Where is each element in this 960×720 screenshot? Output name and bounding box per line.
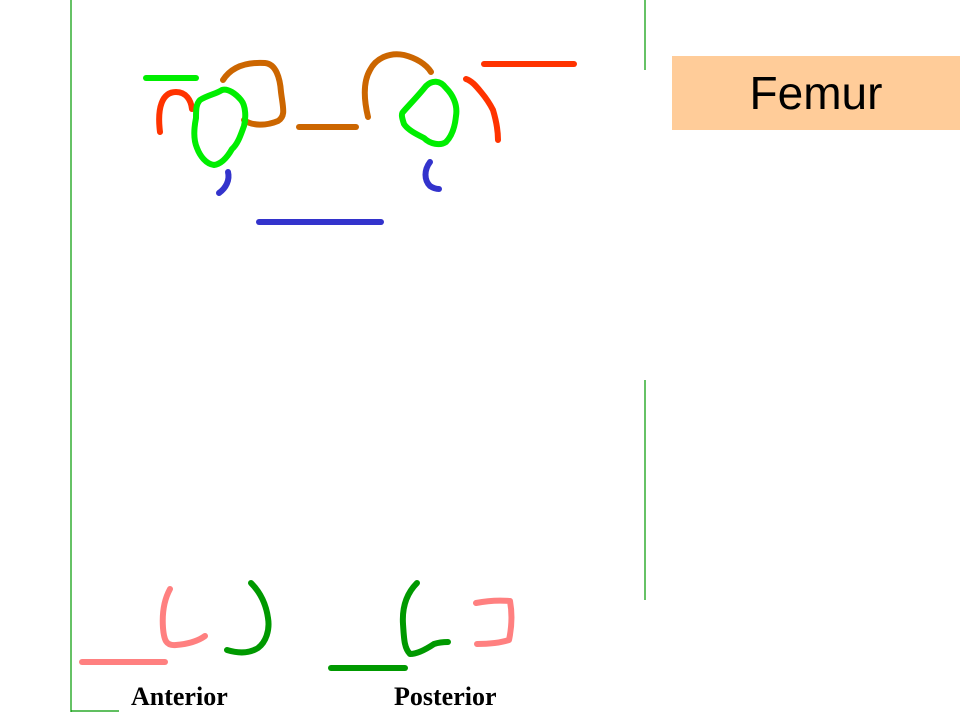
pink-bracket-left — [159, 586, 208, 649]
brown-loop-left — [220, 59, 287, 128]
anterior-label: Anterior — [131, 682, 228, 711]
pink-bracket-right — [473, 597, 515, 647]
diagram-title: Femur — [749, 67, 883, 119]
blue-hook-left — [216, 169, 232, 196]
green-bracket-left — [224, 580, 272, 656]
green-bracket-right — [399, 580, 451, 657]
green-loop-right — [398, 78, 460, 148]
red-arc-left — [156, 89, 195, 135]
title-box: Femur — [672, 56, 960, 130]
upper-sketch-group — [143, 51, 577, 225]
lower-sketch-group — [79, 580, 515, 671]
blue-hook-right — [422, 159, 442, 192]
posterior-label: Posterior — [394, 682, 497, 711]
red-arc-right — [463, 76, 501, 143]
brown-loop-right — [361, 51, 434, 120]
green-loop-left — [191, 86, 249, 168]
